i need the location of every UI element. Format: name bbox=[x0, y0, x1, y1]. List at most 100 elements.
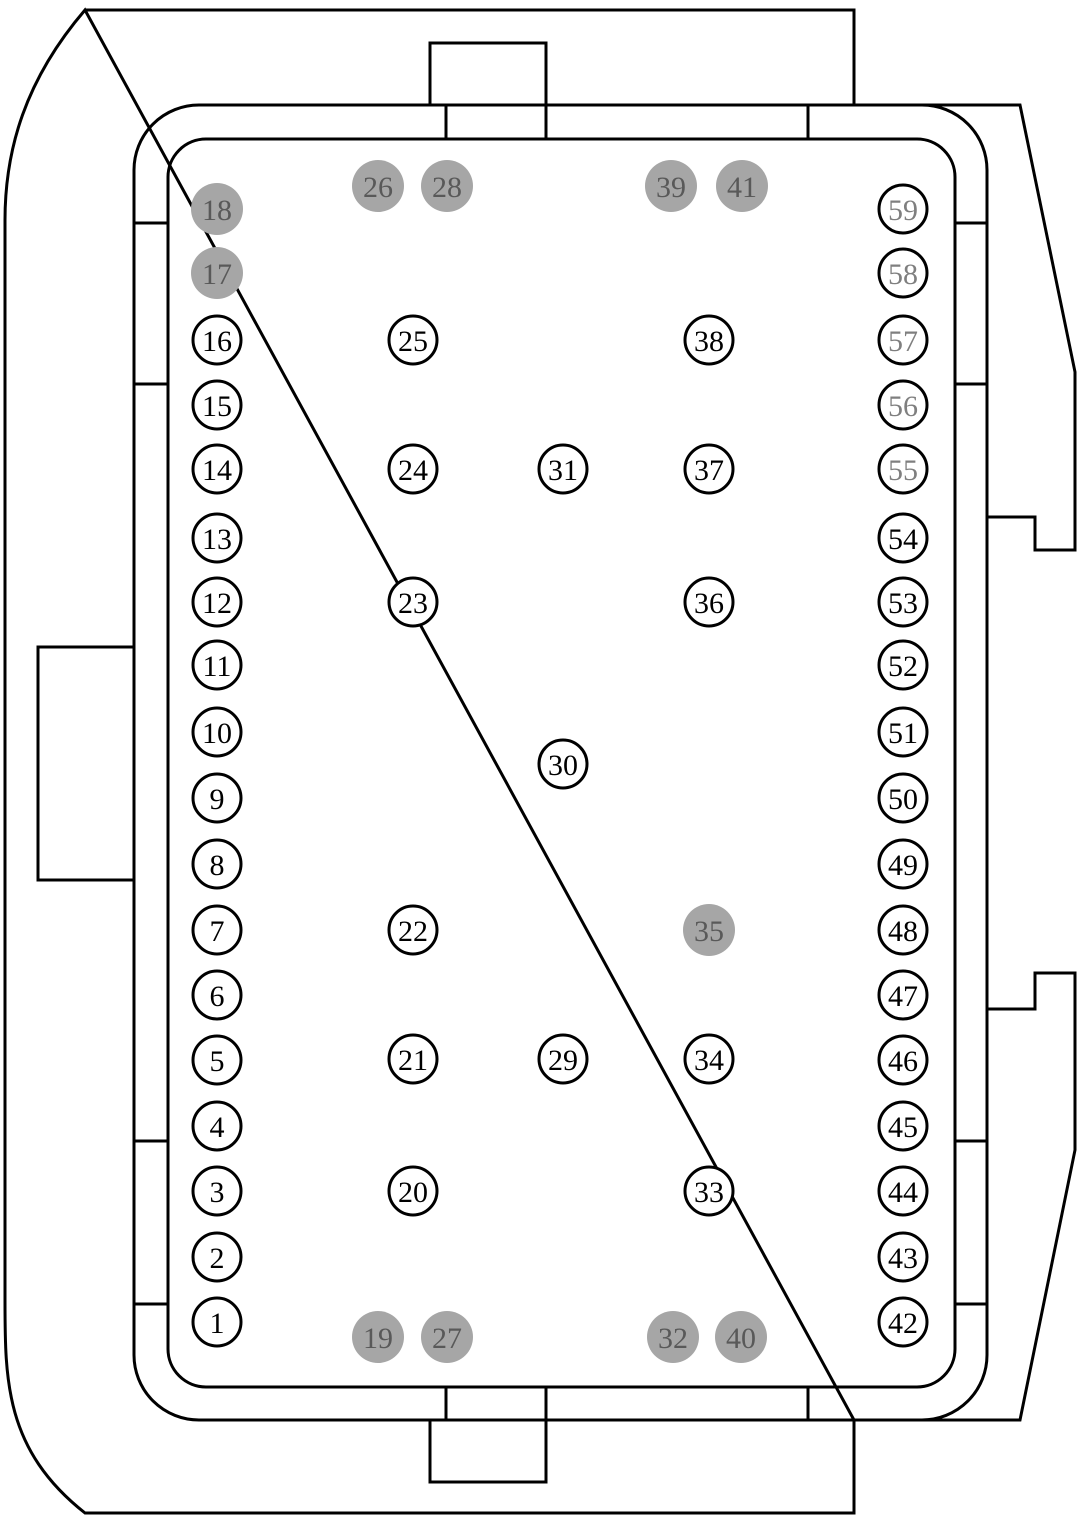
pin-cavity-circle bbox=[537, 1033, 589, 1085]
pin-number-label: 40 bbox=[726, 1322, 756, 1355]
pin-number-label: 58 bbox=[888, 258, 918, 291]
pin-13: 13 bbox=[191, 512, 243, 564]
pin-number-label: 29 bbox=[548, 1044, 578, 1077]
pin-number-label: 57 bbox=[888, 325, 918, 358]
pin-number-label: 37 bbox=[694, 454, 724, 487]
pin-34: 34 bbox=[683, 1033, 735, 1085]
pin-cavity-circle bbox=[877, 706, 929, 758]
pin-54: 54 bbox=[877, 512, 929, 564]
pin-cavity-circle bbox=[877, 1296, 929, 1348]
pin-25: 25 bbox=[387, 314, 439, 366]
pin-number-label: 38 bbox=[694, 325, 724, 358]
pin-number-label: 24 bbox=[398, 454, 428, 487]
pin-number-label: 55 bbox=[888, 454, 918, 487]
pin-44: 44 bbox=[877, 1165, 929, 1217]
pin-number-label: 25 bbox=[398, 325, 428, 358]
pin-cavity-circle bbox=[191, 183, 243, 235]
inner-cavity bbox=[166, 137, 957, 1389]
pin-number-label: 7 bbox=[210, 915, 225, 948]
pin-cavity-circle bbox=[191, 1034, 243, 1086]
pin-49: 49 bbox=[877, 838, 929, 890]
pin-number-label: 26 bbox=[363, 171, 393, 204]
pin-number-label: 20 bbox=[398, 1176, 428, 1209]
pin-number-label: 6 bbox=[210, 980, 225, 1013]
mid-frame bbox=[132, 103, 989, 1422]
pin-cavity-circle bbox=[683, 1165, 735, 1217]
pin-number-label: 45 bbox=[888, 1111, 918, 1144]
pin-14: 14 bbox=[191, 443, 243, 495]
pin-47: 47 bbox=[877, 969, 929, 1021]
pin-cavity-circle bbox=[877, 512, 929, 564]
pin-cavity-circle bbox=[877, 379, 929, 431]
pin-23: 23 bbox=[387, 576, 439, 628]
pin-55: 55 bbox=[877, 443, 929, 495]
pin-52: 52 bbox=[877, 639, 929, 691]
pin-3: 3 bbox=[191, 1165, 243, 1217]
housing-outer-shell bbox=[3, 7, 856, 1515]
pin-number-label: 18 bbox=[202, 194, 232, 227]
right-rail-ticks bbox=[955, 221, 987, 1306]
pin-cavity-circle bbox=[877, 838, 929, 890]
pin-51: 51 bbox=[877, 706, 929, 758]
pin-cavity-circle bbox=[387, 443, 439, 495]
pin-cavity-circle bbox=[191, 379, 243, 431]
pin-40: 40 bbox=[715, 1311, 767, 1363]
pin-number-label: 47 bbox=[888, 980, 918, 1013]
pin-10: 10 bbox=[191, 706, 243, 758]
pin-43: 43 bbox=[877, 1231, 929, 1283]
bottom-polarization-key bbox=[428, 1387, 548, 1484]
pin-21: 21 bbox=[387, 1033, 439, 1085]
pin-cavity-circle bbox=[191, 314, 243, 366]
pin-cavity-circle bbox=[877, 247, 929, 299]
pin-20: 20 bbox=[387, 1165, 439, 1217]
pin-number-label: 33 bbox=[694, 1176, 724, 1209]
pin-15: 15 bbox=[191, 379, 243, 431]
pin-cavity-circle bbox=[387, 1165, 439, 1217]
pin-35: 35 bbox=[683, 904, 735, 956]
pin-cavity-circle bbox=[191, 639, 243, 691]
pin-number-label: 16 bbox=[202, 325, 232, 358]
pin-36: 36 bbox=[683, 576, 735, 628]
pin-number-label: 22 bbox=[398, 915, 428, 948]
pin-42: 42 bbox=[877, 1296, 929, 1348]
pin-number-label: 12 bbox=[202, 587, 232, 620]
pin-cavity-circle bbox=[877, 1165, 929, 1217]
pin-cavity-circle bbox=[877, 1231, 929, 1283]
pin-cavity-circle bbox=[191, 969, 243, 1021]
pin-number-label: 11 bbox=[203, 650, 232, 683]
pin-number-label: 10 bbox=[202, 717, 232, 750]
pin-number-label: 50 bbox=[888, 783, 918, 816]
pin-cavity-circle bbox=[191, 904, 243, 956]
pin-number-label: 39 bbox=[656, 171, 686, 204]
pin-cavity-circle bbox=[387, 314, 439, 366]
pin-number-label: 56 bbox=[888, 390, 918, 423]
right-locking-arm bbox=[920, 103, 1077, 552]
pin-5: 5 bbox=[191, 1034, 243, 1086]
pin-53: 53 bbox=[877, 576, 929, 628]
pin-27: 27 bbox=[421, 1311, 473, 1363]
pin-57: 57 bbox=[877, 314, 929, 366]
pin-number-label: 31 bbox=[548, 454, 578, 487]
pin-cavity-circle bbox=[877, 639, 929, 691]
pin-number-label: 3 bbox=[210, 1176, 225, 1209]
pin-number-label: 15 bbox=[202, 390, 232, 423]
pin-cavity-circle bbox=[387, 576, 439, 628]
pin-cavity-circle bbox=[191, 512, 243, 564]
pin-11: 11 bbox=[191, 639, 243, 691]
pin-number-label: 8 bbox=[210, 849, 225, 882]
pin-number-label: 34 bbox=[694, 1044, 724, 1077]
pin-48: 48 bbox=[877, 904, 929, 956]
pin-cavity-circle bbox=[683, 1033, 735, 1085]
pin-26: 26 bbox=[352, 160, 404, 212]
pin-32: 32 bbox=[647, 1311, 699, 1363]
pin-cavities: 1234567891011121314151617181920212223242… bbox=[191, 160, 929, 1363]
pin-cavity-circle bbox=[421, 1311, 473, 1363]
pin-6: 6 bbox=[191, 969, 243, 1021]
pin-46: 46 bbox=[877, 1034, 929, 1086]
pin-17: 17 bbox=[191, 247, 243, 299]
pin-29: 29 bbox=[537, 1033, 589, 1085]
pin-number-label: 51 bbox=[888, 717, 918, 750]
pin-59: 59 bbox=[877, 183, 929, 235]
pin-39: 39 bbox=[645, 160, 697, 212]
